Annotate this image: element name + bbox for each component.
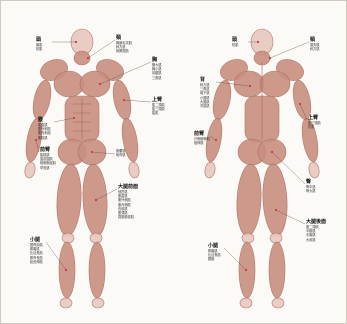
front-head-leader-line-dot — [75, 41, 77, 43]
front-head-label: 咬肌 — [36, 48, 42, 51]
back-buttock-label: 臀大肌 — [306, 190, 316, 193]
front-chest-label: 三角肌 — [152, 77, 162, 80]
back-right-thigh-muscle — [261, 163, 289, 236]
back-right-hand — [308, 161, 321, 178]
back-buttock-leader-line-dot — [271, 151, 273, 153]
back-upper_arm-label: 肘肌 — [308, 126, 314, 129]
back-right-lower-leg-muscle — [269, 242, 285, 298]
front-left-knee — [62, 233, 74, 243]
front-upper_arm-leader-line-dot — [123, 99, 125, 101]
front-right-foot — [92, 298, 104, 308]
back-forearm-leader-line-dot — [215, 139, 217, 141]
front-right-lower-leg-muscle — [89, 242, 105, 298]
back-left-foot — [240, 298, 252, 308]
front-left-upper-torso-muscle — [54, 71, 84, 97]
front-left-thigh-muscle — [55, 163, 83, 236]
back-head-leader-line-dot — [257, 41, 259, 43]
front-left-upper-arm-muscle — [30, 79, 54, 121]
back-forearm-label: 指伸肌 — [194, 142, 204, 145]
front-abdomen-label: 腹橫肌 — [38, 137, 48, 140]
back-neck-leader-line-dot — [269, 57, 271, 59]
back-right-foot — [272, 298, 284, 308]
front-neck-leader-line-dot — [87, 57, 89, 59]
front-thigh-leader-line-dot — [95, 199, 97, 201]
front-chest-leader-line-dot — [99, 83, 101, 85]
back-left-upper-torso-muscle — [234, 71, 264, 97]
back-head-label: 枕肌 — [232, 44, 238, 47]
front-right-hand — [128, 161, 141, 178]
front-neck-label: 肩胛提肌 — [116, 50, 129, 53]
front-misc_right-label: 恥骨肌 — [116, 154, 126, 157]
front-left-foot — [60, 298, 72, 308]
front-thigh-label: 闊筋膜張肌 — [118, 216, 134, 219]
front-leg-leader-line-dot — [65, 269, 67, 271]
back-left-thigh-muscle — [235, 163, 263, 236]
back-left-knee — [242, 233, 254, 243]
back-right-knee — [270, 233, 282, 243]
front-forearm-label: 掌長肌 — [40, 167, 50, 170]
back-left-upper-arm-muscle — [210, 79, 234, 121]
front-leg-label: 趾長伸肌 — [30, 261, 43, 264]
back-upper_arm-leader-line-dot — [299, 103, 301, 105]
back-right-upper-torso-muscle — [260, 71, 290, 97]
front-upper_arm-label: 肱肌 — [152, 112, 158, 115]
back-left-hand — [204, 161, 217, 178]
front-right-knee — [90, 233, 102, 243]
front-abdomen-leader-line-dot — [73, 117, 75, 119]
front-right-upper-arm-muscle — [110, 79, 134, 121]
back-back-label: 背闊肌 — [200, 105, 210, 108]
front-left-hand — [24, 161, 37, 178]
back-thigh-label: 大收肌 — [306, 239, 316, 242]
back-leg-label: 跟腱 — [208, 258, 214, 261]
front-misc_right-leader-line-dot — [91, 151, 93, 153]
back-back-leader-line-dot — [249, 85, 251, 87]
front-forearm-leader-line-dot — [35, 139, 37, 141]
back-leg-leader-line-dot — [245, 269, 247, 271]
front-right-upper-torso-muscle — [80, 71, 110, 97]
back-neck-label: 斜方肌 — [310, 48, 320, 51]
back-thigh-leader-line-dot — [275, 209, 277, 211]
back-neck-leader-line — [270, 42, 309, 58]
